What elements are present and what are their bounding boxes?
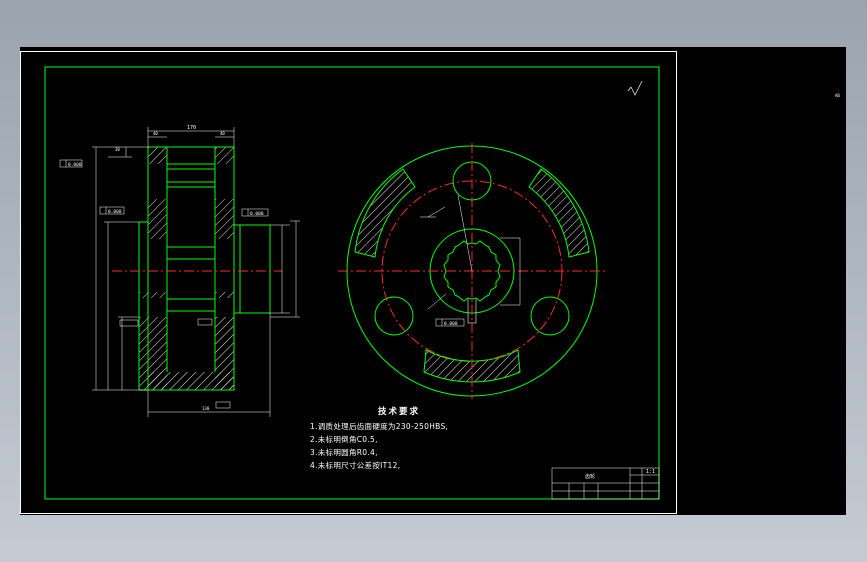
tolerance-frame-2: 0.008 <box>99 206 125 215</box>
tolerance-frame-3: 0.008 <box>241 208 269 217</box>
svg-text:0.008: 0.008 <box>108 209 122 215</box>
roughness-symbol <box>627 80 643 96</box>
front-view: 0.008 <box>338 143 606 399</box>
title-block <box>551 467 660 500</box>
svg-text:0.008: 0.008 <box>250 211 264 217</box>
tech-requirements-title: 技术要求 <box>378 407 421 417</box>
sheet-outer-border <box>20 51 677 514</box>
tech-requirement-1: 1.调质处理后齿面硬度为230-250HBS, <box>310 422 449 431</box>
side-label: AB <box>835 93 840 98</box>
spline-bore <box>443 240 501 302</box>
front-dimension-lines <box>420 194 521 310</box>
title-block-scale: 1:1 <box>646 469 656 475</box>
title-block-name: 齿轮 <box>585 474 596 480</box>
section-outline <box>138 146 271 391</box>
tech-requirement-4: 4.未标明尺寸公差按IT12, <box>310 461 401 470</box>
tech-requirement-2: 2.未标明倒角C0.5, <box>310 435 378 444</box>
keyway-tolerance-frame: 0.008 <box>435 318 465 327</box>
tech-requirement-3: 3.未标明圆角R0.4, <box>310 448 378 457</box>
dim-top-right: 40 <box>220 131 225 136</box>
dim-top-width: 170 <box>187 125 196 131</box>
dim-bottom-width: 130 <box>202 406 210 411</box>
sheet-frame <box>44 66 660 500</box>
drawing-canvas: AB <box>20 51 840 514</box>
dim-top-left: 40 <box>153 131 158 136</box>
tolerance-frame-1: 0.008 <box>59 159 83 168</box>
section-view: 170 40 40 30 130 0.008 0.008 0.008 <box>59 125 300 417</box>
tolerance-frame-4 <box>119 318 231 409</box>
section-hatch <box>139 147 234 390</box>
dim-left-small: 30 <box>115 147 120 152</box>
svg-text:0.008: 0.008 <box>444 321 458 327</box>
svg-text:0.008: 0.008 <box>68 162 82 168</box>
section-dimension-lines <box>92 127 300 417</box>
drawing-viewport[interactable]: AB <box>20 47 846 515</box>
